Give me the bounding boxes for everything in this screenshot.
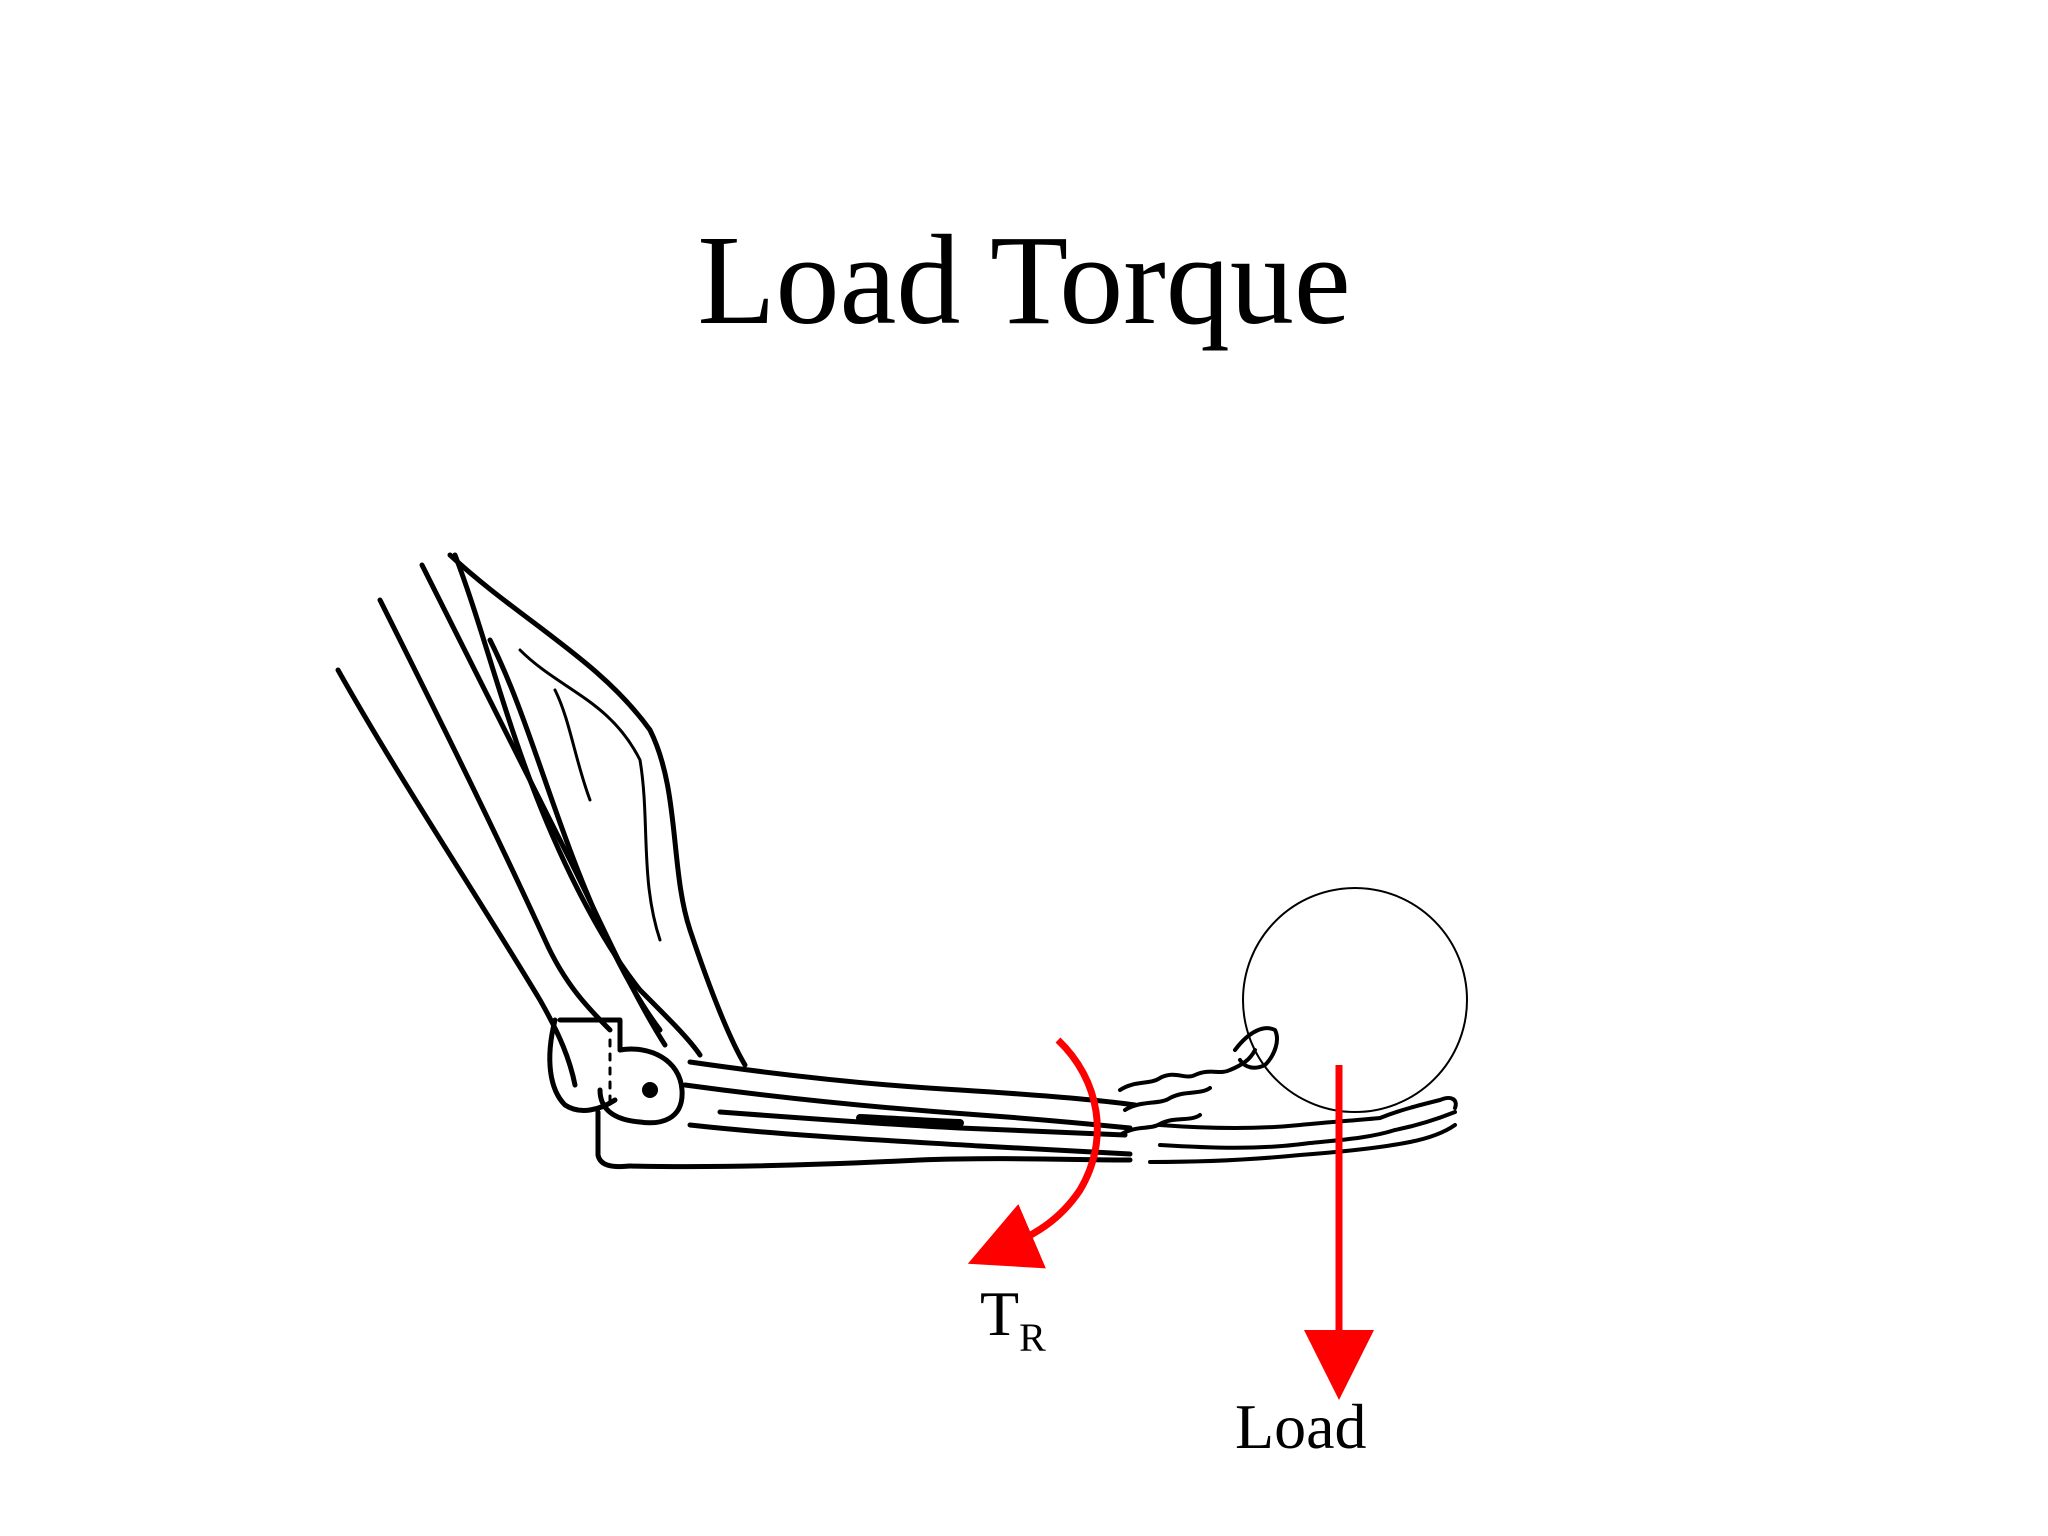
torque-arrow bbox=[967, 1037, 1101, 1269]
torque-label-main: T bbox=[980, 1278, 1019, 1349]
biceps-shadow bbox=[553, 688, 592, 802]
forearm-upper-inner bbox=[682, 1082, 1133, 1131]
forearm-top-line bbox=[687, 1059, 1138, 1108]
elbow-rounded-cap bbox=[597, 1046, 685, 1126]
biceps-inner bbox=[487, 637, 663, 1033]
slide-title: Load Torque bbox=[697, 209, 1351, 351]
load-ball bbox=[1242, 887, 1468, 1113]
elbow-upper-edge bbox=[557, 1017, 623, 1053]
carpal-cluster-top bbox=[1118, 1048, 1257, 1092]
load-label: Load bbox=[1235, 1391, 1367, 1462]
upper-arm-back-line bbox=[335, 667, 578, 1088]
torque-label-subscript: R bbox=[1019, 1315, 1046, 1360]
forearm-bottom-line bbox=[627, 1156, 1133, 1170]
finger-tip-1 bbox=[1378, 1096, 1458, 1120]
olecranon-outline bbox=[547, 1017, 618, 1113]
thumb-bone bbox=[1233, 1026, 1279, 1070]
metacarpal-1 bbox=[1158, 1116, 1382, 1131]
torque-label: TR bbox=[980, 1278, 1046, 1360]
elbow-pivot bbox=[642, 1082, 658, 1098]
humerus-line-3 bbox=[452, 552, 703, 1058]
biceps-outer bbox=[447, 552, 748, 1068]
hand bbox=[1118, 1026, 1458, 1164]
ulna-base bbox=[595, 1109, 633, 1170]
elbow-joint bbox=[547, 1017, 685, 1170]
biceps-belly bbox=[518, 648, 662, 942]
metacarpal-2 bbox=[1158, 1128, 1397, 1150]
forearm bbox=[627, 1059, 1138, 1170]
carpal-cluster-mid bbox=[1123, 1086, 1212, 1112]
forearm-lower-inner bbox=[687, 1122, 1133, 1157]
finger-tip-3 bbox=[1408, 1123, 1457, 1144]
humerus-line-1 bbox=[377, 597, 613, 1033]
metacarpal-3 bbox=[1148, 1140, 1412, 1164]
finger-tip-2 bbox=[1393, 1110, 1457, 1132]
upper-arm bbox=[335, 552, 748, 1088]
forearm-middle-line bbox=[717, 1109, 1128, 1138]
forearm-shadow-stroke bbox=[856, 1114, 964, 1127]
